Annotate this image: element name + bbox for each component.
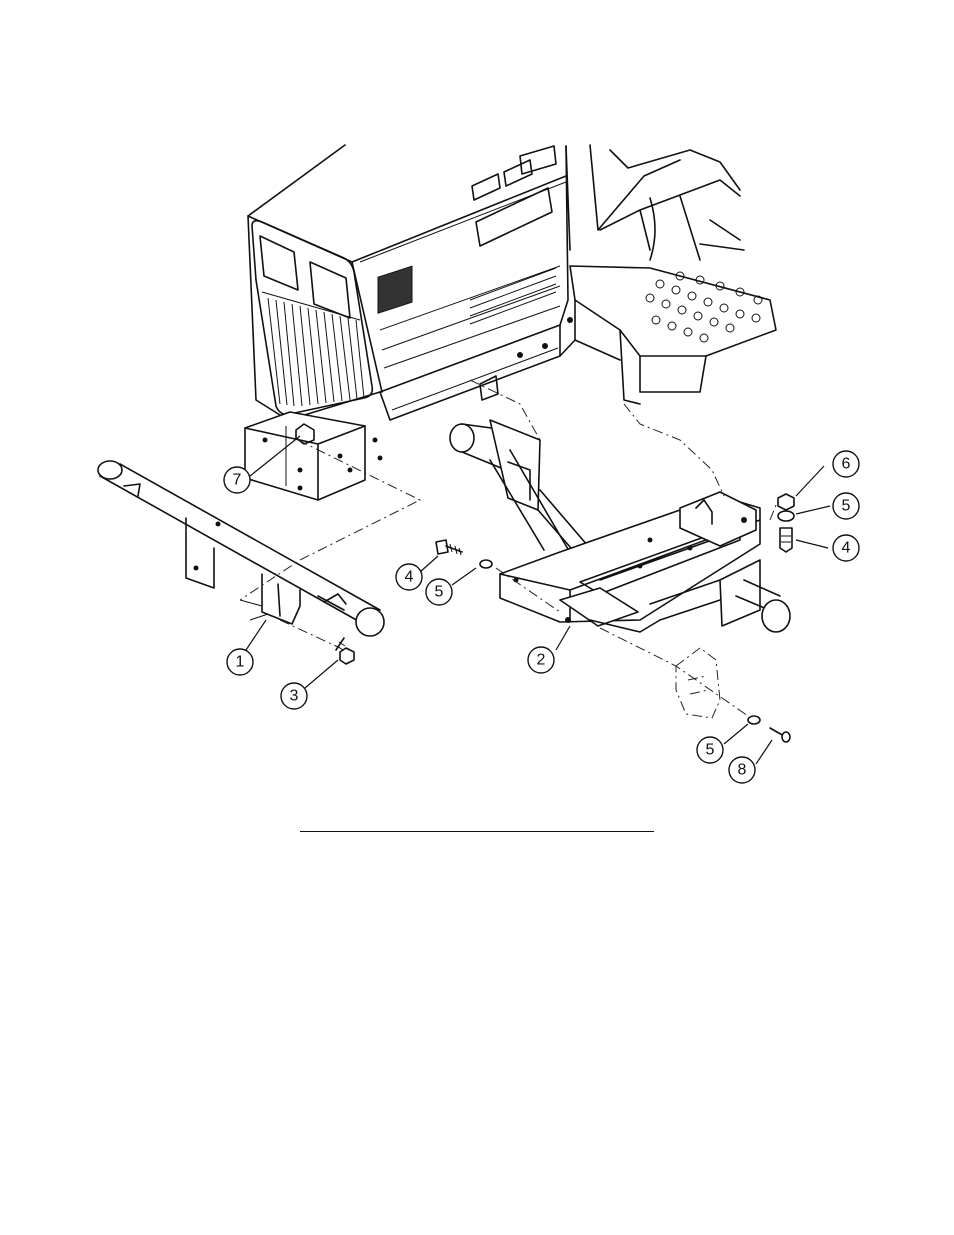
callout-3-label: 3 [290,688,299,705]
callout-1: 1 [227,649,253,675]
callout-5-right-label: 5 [842,498,851,515]
callout-5-bottom: 5 [697,737,723,763]
callout-4-left: 4 [396,564,422,590]
callout-4-right-label: 4 [842,540,851,557]
tractor-body [248,145,776,420]
callout-2-label: 2 [537,652,546,669]
callout-8: 8 [729,757,755,783]
front-mount-block [245,412,383,500]
callout-8-label: 8 [738,762,747,779]
callout-7: 7 [224,467,250,493]
part-2-hitch-frame [450,420,790,632]
callout-4-left-label: 4 [405,569,414,586]
callout-7-label: 7 [233,472,242,489]
callout-2: 2 [528,647,554,673]
lower-right-bolt-and-washer [748,716,790,742]
callout-5-bottom-label: 5 [706,742,715,759]
callout-6: 6 [833,451,859,477]
caption-separator-line [300,831,654,832]
callout-6-label: 6 [842,456,851,473]
callout-4-right: 4 [833,535,859,561]
callout-1-label: 1 [236,654,245,671]
left-bolt-and-washer [436,540,492,568]
callout-5-left: 5 [426,579,452,605]
lower-bracket-phantom [676,648,720,718]
callout-5-right: 5 [833,493,859,519]
right-fastener-stack [778,494,794,552]
item-3-bolt [336,638,354,664]
callout-5-left-label: 5 [435,584,444,601]
callout-3: 3 [281,683,307,709]
